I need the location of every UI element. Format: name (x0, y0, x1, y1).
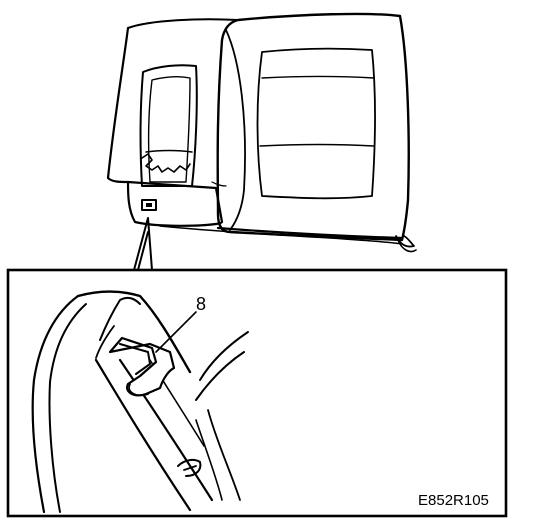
figure-id: E852R105 (418, 492, 489, 509)
seat-backrest (106, 12, 417, 271)
callout-label-8: 8 (196, 294, 207, 314)
detail-inset (6, 268, 508, 518)
